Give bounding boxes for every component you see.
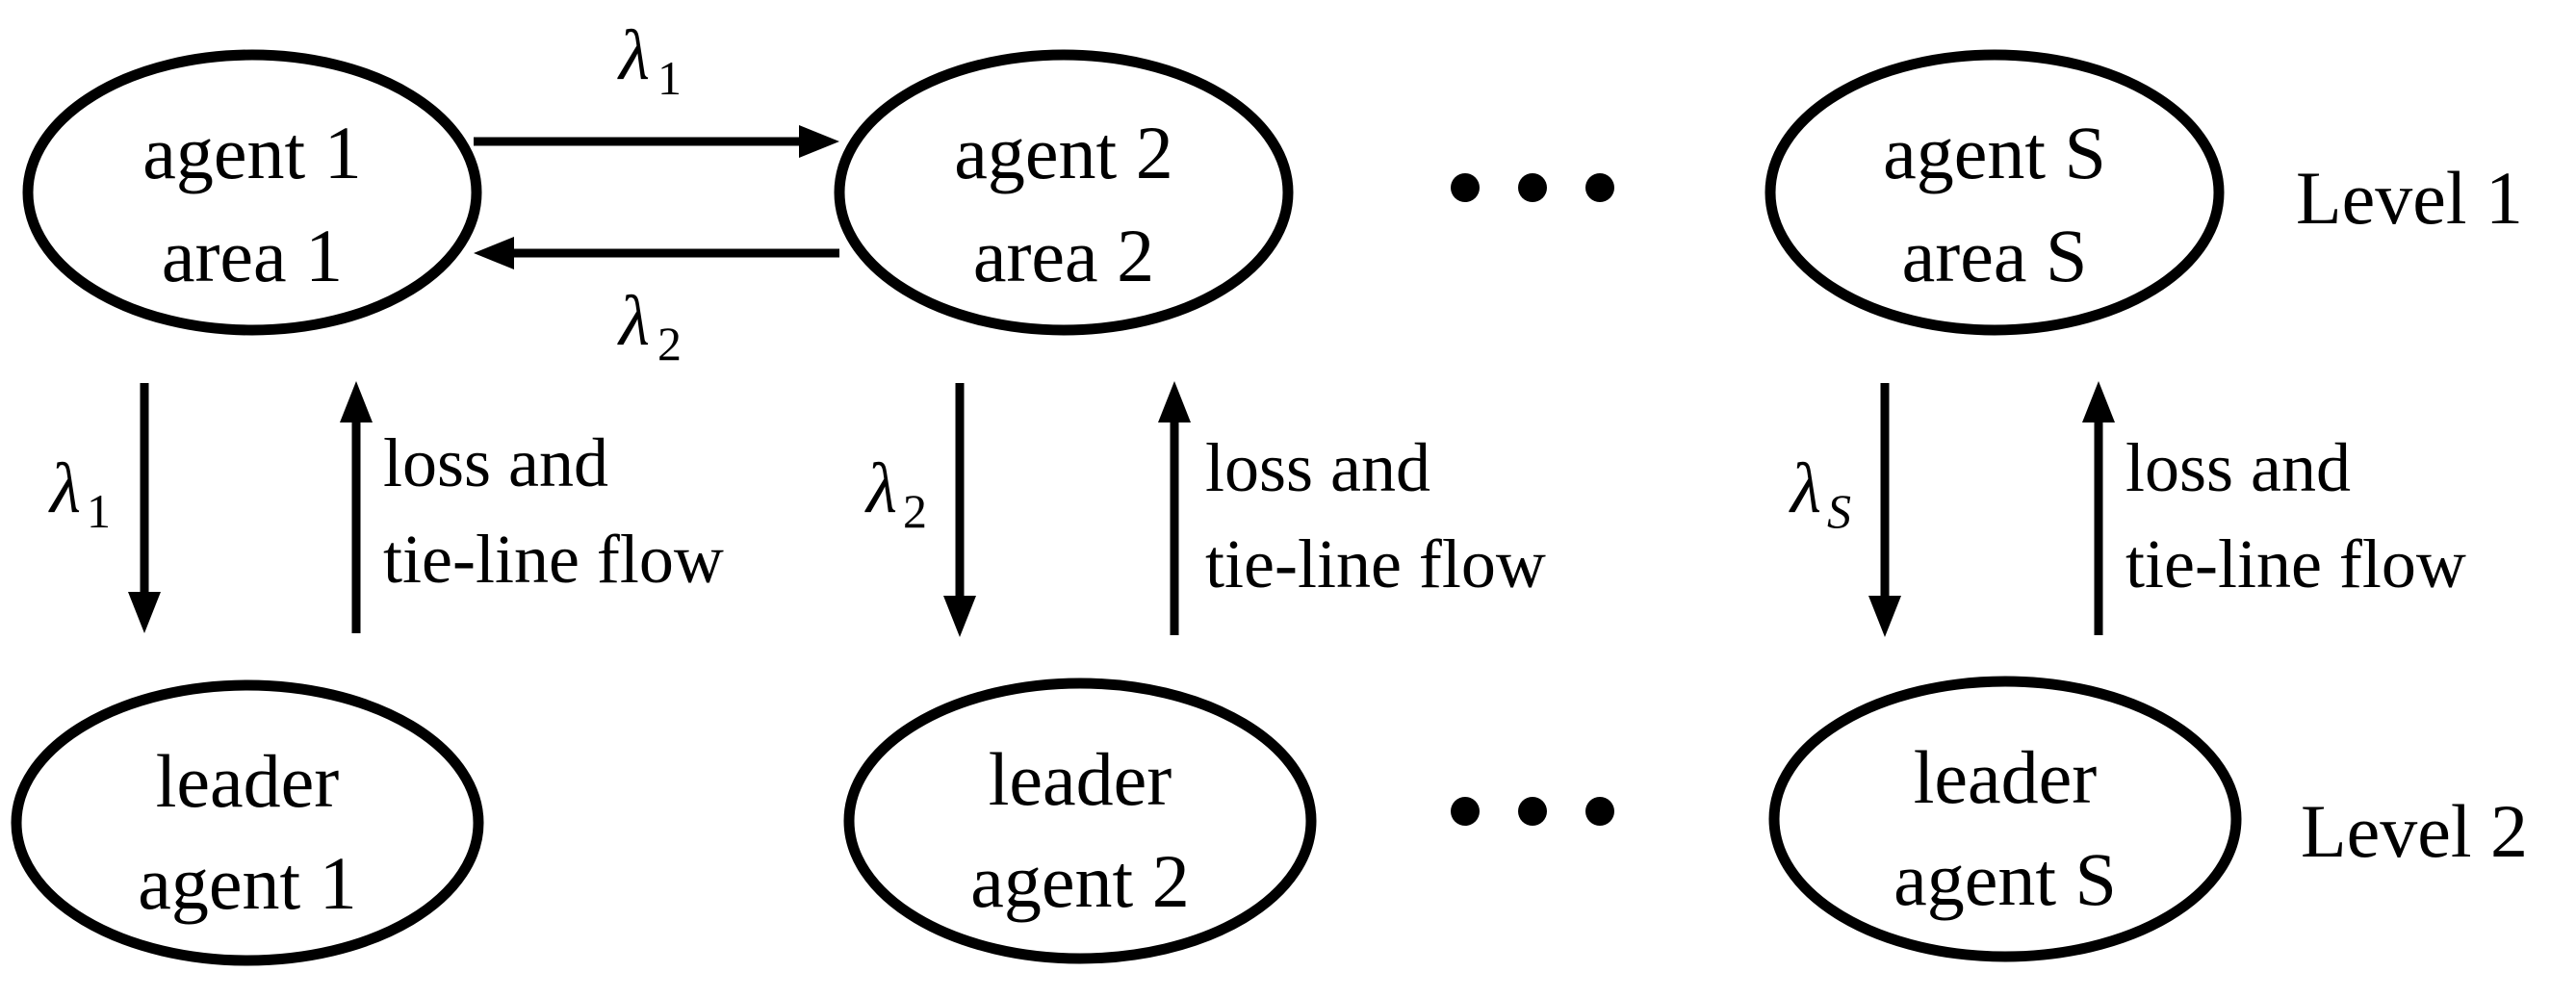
arrow-leader2-up	[1158, 381, 1191, 635]
svg-text:2: 2	[657, 317, 682, 371]
arrow-leader1-up	[340, 381, 373, 633]
node-agent-1: agent 1 area 1	[22, 49, 482, 336]
node-leader-1-line2: agent 1	[138, 841, 356, 925]
arrow-leaders-up	[2082, 381, 2115, 635]
node-leader-s-line2: agent S	[1893, 837, 2117, 921]
feedback-2-line1: loss and	[1205, 429, 1430, 506]
lambda-2-side-label: λ 2	[864, 449, 927, 538]
svg-text:S: S	[1827, 484, 1851, 538]
node-leader-1: leader agent 1	[11, 679, 484, 966]
arrow-agent2-down	[943, 383, 976, 637]
svg-text:λ: λ	[864, 449, 897, 528]
node-leader-2-line2: agent 2	[970, 839, 1189, 923]
feedback-s-line2: tie-line flow	[2125, 525, 2466, 602]
svg-text:1: 1	[657, 51, 682, 105]
node-leader-s-line1: leader	[1914, 735, 2098, 819]
arrow-agent2-to-agent1	[474, 237, 839, 269]
node-agent-s-line1: agent S	[1883, 111, 2106, 194]
feedback-2-line2: tie-line flow	[1205, 525, 1546, 602]
ellipsis-level-2	[1451, 797, 1614, 826]
node-agent-2-line1: agent 2	[954, 111, 1172, 194]
node-leader-2-line1: leader	[989, 737, 1172, 821]
feedback-1-line1: loss and	[383, 424, 608, 501]
node-leader-1-line1: leader	[156, 739, 340, 823]
node-leader-s: leader agent S	[1768, 676, 2242, 962]
arrow-agents-down	[1868, 383, 1901, 637]
svg-text:λ: λ	[48, 449, 81, 528]
feedback-1-line2: tie-line flow	[383, 521, 724, 598]
ellipsis-level-1	[1451, 173, 1614, 202]
lambda-s-side-label: λ S	[1789, 449, 1851, 538]
lambda-1-side-label: λ 1	[48, 449, 111, 538]
lambda-2-top-label: λ 2	[617, 282, 682, 371]
arrow-agent1-to-agent2	[474, 125, 839, 158]
node-agent-1-line1: agent 1	[142, 111, 361, 194]
svg-text:1: 1	[87, 484, 111, 538]
level-2-label: Level 2	[2301, 789, 2528, 873]
node-agent-1-line2: area 1	[162, 214, 343, 297]
feedback-s-line1: loss and	[2125, 429, 2351, 506]
lambda-1-top-label: λ 1	[617, 16, 682, 105]
node-agent-s: agent S area S	[1765, 49, 2225, 336]
node-agent-2: agent 2 area 2	[834, 49, 1294, 336]
node-leader-2: leader agent 2	[843, 678, 1317, 964]
svg-text:λ: λ	[617, 16, 650, 95]
node-agent-2-line2: area 2	[973, 214, 1154, 297]
arrow-agent1-down	[128, 383, 161, 633]
level-1-label: Level 1	[2296, 156, 2523, 240]
node-agent-s-line2: area S	[1902, 214, 2088, 297]
svg-text:2: 2	[903, 484, 927, 538]
svg-text:λ: λ	[1789, 449, 1821, 528]
svg-text:λ: λ	[617, 282, 650, 361]
